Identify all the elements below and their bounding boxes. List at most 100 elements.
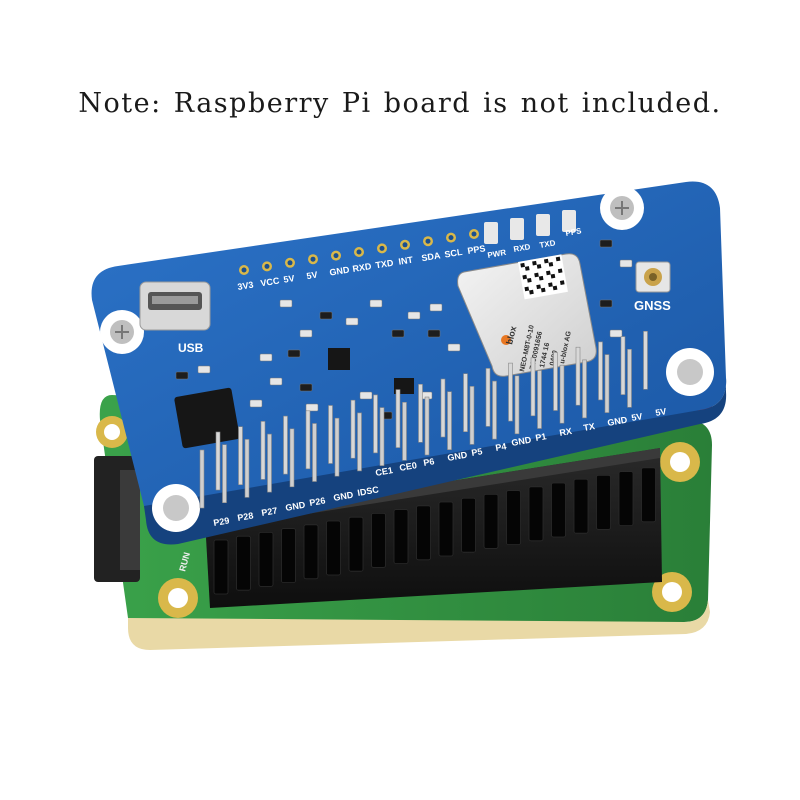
top-header-label: SDA xyxy=(421,250,442,263)
gpio-pin xyxy=(643,330,648,390)
smd-part xyxy=(447,343,461,352)
gpio-pin xyxy=(620,336,626,395)
pin-label: 5V xyxy=(655,406,668,418)
smd-part xyxy=(269,377,283,386)
gpio-pin xyxy=(463,373,468,433)
smd-part xyxy=(299,383,313,392)
smd-part xyxy=(429,303,443,312)
gpio-pin xyxy=(559,364,565,424)
smd-part xyxy=(407,311,421,320)
gpio-pin xyxy=(199,449,205,509)
gpio-pin xyxy=(305,410,311,470)
top-header-label: PPS xyxy=(467,243,486,256)
smd-part xyxy=(175,371,189,380)
smd-part xyxy=(299,329,313,338)
smd-part xyxy=(249,399,263,408)
smd-part xyxy=(391,329,405,338)
pi-run-label: RUN xyxy=(177,551,192,572)
top-header-label: INT xyxy=(398,255,414,267)
gpio-pin xyxy=(492,380,497,440)
ic-chips xyxy=(174,348,414,449)
smd-part xyxy=(609,329,623,338)
gpio-pin xyxy=(357,412,362,472)
module-brand: blox xyxy=(504,325,518,345)
smd-part xyxy=(259,353,273,362)
txd-label: TXD xyxy=(539,238,557,250)
gpio-pin xyxy=(469,386,475,445)
top-header-label: RXD xyxy=(352,261,373,274)
gpio-pin xyxy=(575,346,581,406)
pin-label: GND xyxy=(333,490,355,503)
gpio-pin xyxy=(440,378,446,438)
top-header-label: TXD xyxy=(375,258,395,271)
gpio-pin xyxy=(604,354,610,413)
smd-part xyxy=(197,365,211,374)
pin-label: P4 xyxy=(495,441,508,453)
gpio-pin xyxy=(350,399,356,459)
smd-part xyxy=(599,239,613,248)
smd-part xyxy=(619,259,633,268)
gpio-pin xyxy=(222,444,227,504)
usb-connector xyxy=(139,281,211,331)
gpio-pin xyxy=(514,375,520,435)
gpio-pin xyxy=(627,348,632,408)
gpio-pin xyxy=(379,407,385,466)
mounting-holes xyxy=(100,186,714,532)
gpio-pin xyxy=(283,415,288,475)
pwr-label: PWR xyxy=(487,248,507,260)
gpio-pin xyxy=(418,383,423,443)
pin-label: P29 xyxy=(213,515,231,528)
gpio-pin xyxy=(447,391,452,451)
pin-label: GND xyxy=(511,435,533,448)
note-caption: Note: Raspberry Pi board is not included… xyxy=(78,88,722,119)
gpio-pin xyxy=(582,359,587,419)
gpio-pin xyxy=(215,431,221,491)
gpio-pins xyxy=(199,330,648,509)
pin-label: 5V xyxy=(631,411,644,423)
smd-part xyxy=(369,299,383,308)
pin-label: GND xyxy=(447,450,469,463)
smd-part xyxy=(287,349,301,358)
gpio-pin xyxy=(244,439,250,498)
pin-label: P27 xyxy=(261,505,279,518)
top-header-label: SCL xyxy=(444,247,464,260)
pin-label: P5 xyxy=(471,446,484,458)
gpio-pin xyxy=(537,370,542,429)
pin-label: P1 xyxy=(535,431,548,443)
gpio-pin xyxy=(508,362,513,422)
gpio-pin xyxy=(238,426,243,486)
gpio-pin xyxy=(424,396,430,456)
smd-components xyxy=(175,239,633,420)
pin-label: P6 xyxy=(423,456,436,468)
top-header-label: VCC xyxy=(260,275,281,288)
smd-part xyxy=(427,329,441,338)
pin-label: GND xyxy=(607,415,629,428)
stacking-header xyxy=(205,448,662,608)
pin-label: CE1 xyxy=(375,465,394,478)
gpio-pin xyxy=(312,423,317,482)
smd-part xyxy=(319,311,333,320)
gpio-pin xyxy=(530,357,536,417)
smd-part xyxy=(279,299,293,308)
gpio-pin xyxy=(485,368,491,427)
top-header-label: 5V xyxy=(283,273,295,285)
gpio-pin xyxy=(334,417,340,477)
led-indicators: PWR RXD TXD PPS xyxy=(484,210,583,260)
gpio-pin xyxy=(553,352,558,411)
pin-label: P26 xyxy=(309,495,327,508)
gpio-pin xyxy=(289,428,295,488)
pin-label: P28 xyxy=(237,510,255,523)
pps-label: PPS xyxy=(565,226,583,238)
top-header-label: GND xyxy=(329,264,351,277)
gpio-pin xyxy=(373,394,378,454)
gpio-pin xyxy=(328,405,333,464)
qr-code xyxy=(518,254,568,300)
gnss-antenna-connector xyxy=(635,261,671,293)
smd-part xyxy=(599,299,613,308)
usb-label: USB xyxy=(178,341,204,355)
top-header-label: 5V xyxy=(306,270,318,282)
